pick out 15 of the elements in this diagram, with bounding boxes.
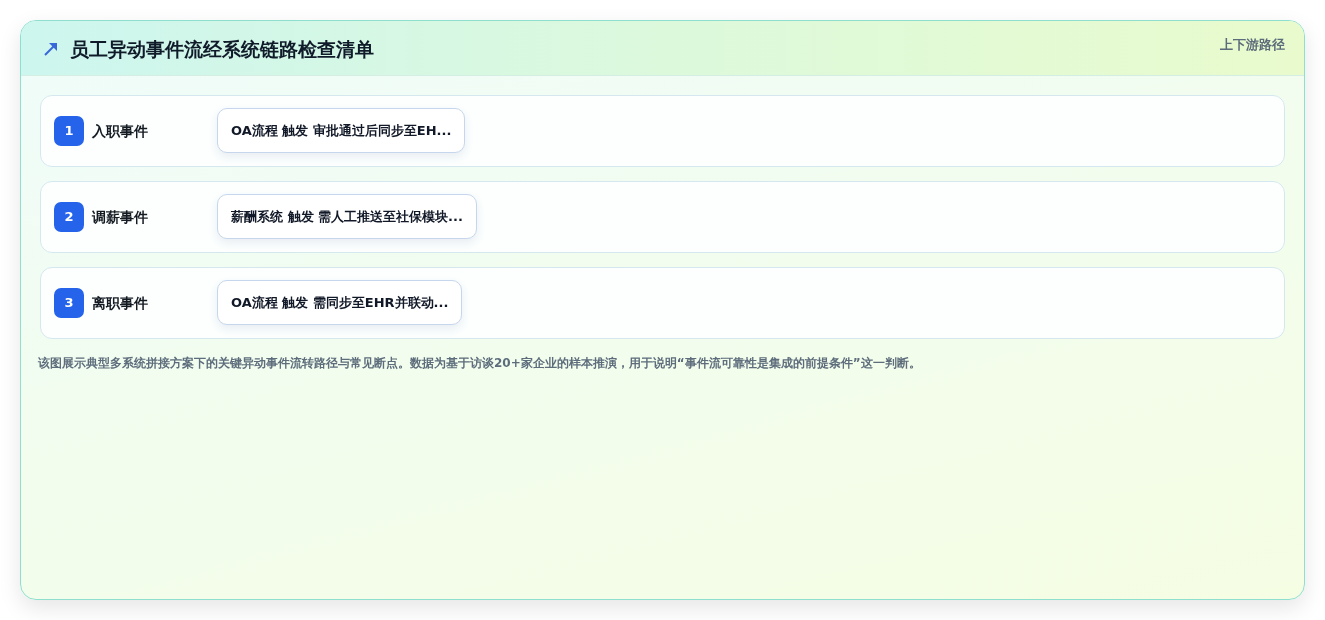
event-row-card — [40, 181, 1285, 253]
event-row-card — [40, 95, 1285, 167]
event-row-card — [40, 267, 1285, 339]
system-pill: OA流程 触发 需同步至EHR并联动... — [217, 280, 463, 325]
event-label: 离职事件 — [92, 294, 148, 312]
number-badge: 2 — [54, 202, 84, 232]
number-badge: 3 — [54, 288, 84, 318]
system-pill: OA流程 触发 审批通过后同步至EH... — [217, 108, 466, 153]
chart-title: 员工异动事件流经系统链路检查清单 — [70, 37, 374, 61]
event-label: 调薪事件 — [92, 208, 148, 226]
system-pill: 薪酬系统 触发 需人工推送至社保模块... — [217, 194, 477, 239]
path-label: 上下游路径 — [1220, 36, 1285, 54]
caption-note: 该图展示典型多系统拼接方案下的关键异动事件流转路径与常见断点。数据为基于访谈20+家企业的样本推演，用于说明“事件流可靠性是集成的前提条件”这一判断。 — [38, 355, 921, 371]
event-label: 入职事件 — [92, 122, 148, 140]
number-badge: 1 — [54, 116, 84, 146]
